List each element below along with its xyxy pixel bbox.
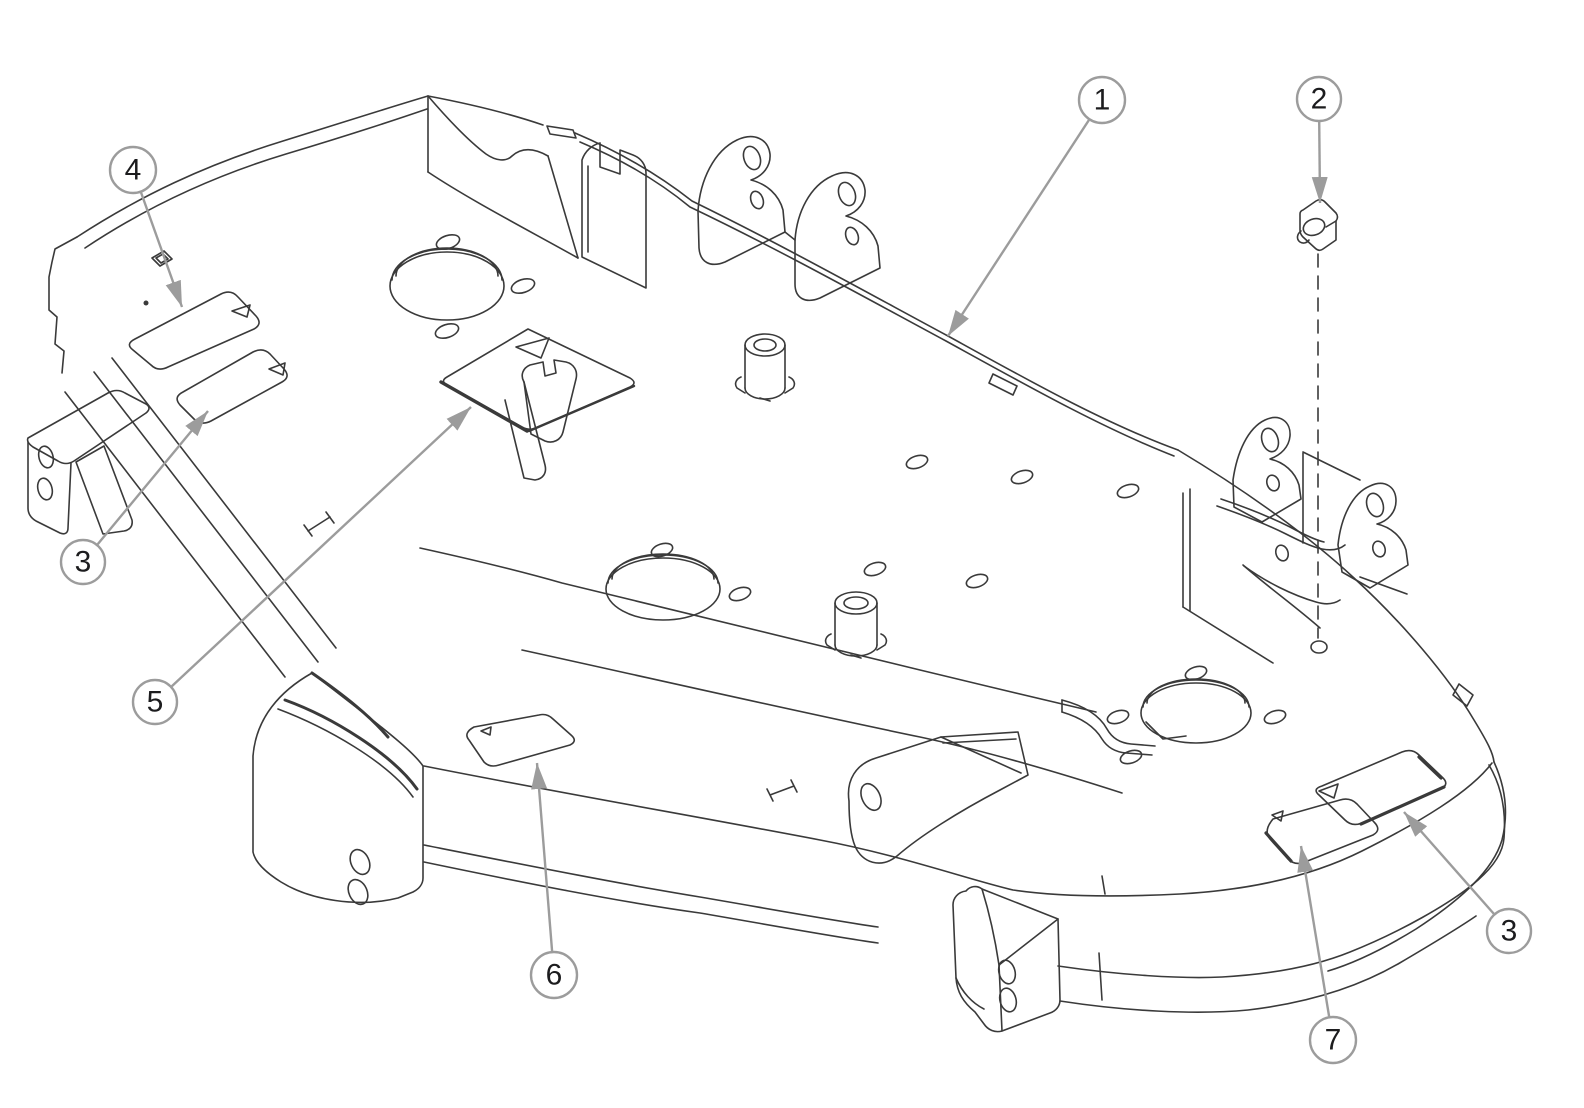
- clip-target-hole: [1310, 640, 1328, 654]
- right-hanger-channel: [1182, 416, 1409, 664]
- front-skirt-bracket: [952, 885, 1061, 1033]
- hardware-slots: [143, 250, 798, 802]
- callout-4-leader-line: [139, 192, 184, 308]
- rear-hanger-brackets: [697, 135, 881, 302]
- rear-edge-tab: [988, 373, 1018, 396]
- decal-7: [1264, 798, 1379, 865]
- callout-2-circle: [1295, 75, 1343, 123]
- callout-layer: 1 2 4 3 5 6 7 3: [59, 75, 1533, 1065]
- callout-6-circle: [529, 950, 579, 1000]
- deflector-bracket-leg: [504, 381, 547, 481]
- i-slot-left: [303, 511, 335, 537]
- callout-3-leader-line: [1403, 811, 1495, 915]
- rim-tab: [1452, 683, 1474, 707]
- right-baffle-plate: [1061, 699, 1156, 756]
- callout-4-circle: [108, 145, 158, 195]
- decal-6: [466, 713, 576, 767]
- callout-7-circle: [1308, 1015, 1358, 1065]
- callout-3-leader-line: [96, 410, 209, 546]
- callout-5-number: 5: [147, 686, 164, 719]
- decal-4: [128, 291, 260, 370]
- callout-5-leader-line: [170, 406, 472, 688]
- callout-3-number: 3: [1501, 915, 1518, 948]
- anti-scalp-bracket: [847, 731, 1029, 864]
- deck-rear-edge: [427, 95, 1179, 457]
- i-slot-front: [766, 779, 798, 802]
- spindle-opening-right: [1140, 678, 1252, 744]
- spindle-opening-center: [605, 553, 721, 621]
- decal-3-left: [176, 349, 288, 424]
- callout-6-leader-line: [531, 762, 554, 952]
- decal-3-right: [1315, 749, 1447, 826]
- mounting-post-center: [824, 591, 888, 659]
- spindle-opening-left: [389, 247, 505, 321]
- deck-skirt-bands: [64, 357, 1507, 1013]
- callout-7-number: 7: [1325, 1024, 1342, 1057]
- deck-top-outline: [48, 95, 429, 374]
- callout-2-leader-line: [1311, 121, 1328, 204]
- left-angle-bracket: [26, 389, 150, 535]
- callout-3-circle: [1485, 907, 1533, 955]
- callout-3-number: 3: [75, 546, 92, 579]
- corner-gusset-left: [252, 671, 424, 906]
- left-edge-channel: [93, 371, 319, 663]
- callout-4-number: 4: [125, 154, 142, 187]
- callout-1-circle: [1077, 75, 1127, 125]
- callout-1-number: 1: [1094, 84, 1111, 117]
- callout-2-number: 2: [1311, 83, 1328, 116]
- callout-1-leader-line: [946, 119, 1090, 337]
- callout-6-number: 6: [546, 959, 563, 992]
- clip-nut: [1296, 198, 1339, 252]
- bolt-holes: [434, 233, 1287, 765]
- callout-5-circle: [131, 678, 179, 726]
- mounting-post-front: [734, 333, 796, 402]
- baffle-center: [581, 142, 647, 289]
- deflector-bracket: [521, 359, 578, 443]
- baffle-left: [427, 95, 579, 259]
- front-apron-folds: [419, 547, 1123, 794]
- decal-5-plate: [439, 328, 636, 481]
- deck-right-rim: [1177, 449, 1495, 763]
- callout-7-leader-line: [1297, 845, 1331, 1017]
- callout-3-circle: [59, 538, 107, 586]
